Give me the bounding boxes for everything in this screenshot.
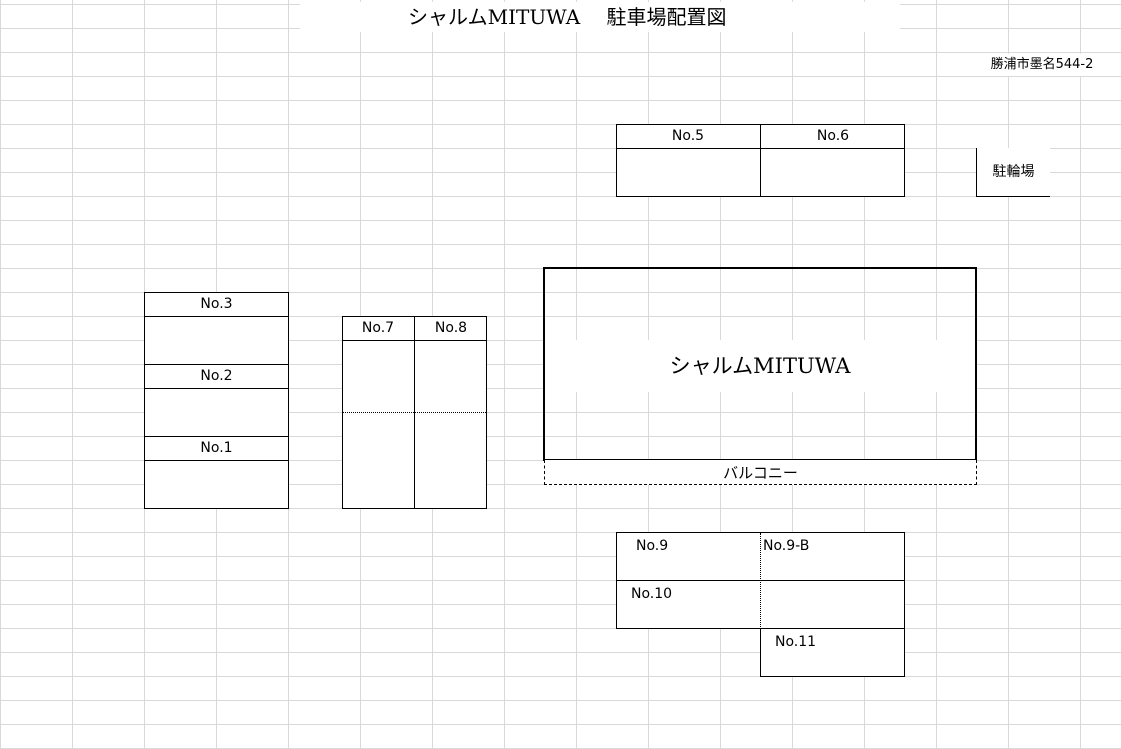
- space-label-no9b: No.9-B: [763, 538, 810, 554]
- divider: [144, 436, 289, 437]
- dotted-divider: [343, 412, 486, 413]
- space-label-no7: No.7: [361, 320, 395, 336]
- divider: [144, 388, 289, 389]
- divider: [144, 364, 289, 365]
- divider: [760, 124, 761, 197]
- page-title: シャルムMITUWA 駐車場配置図: [300, 2, 900, 32]
- building-name: シャルムMITUWA: [545, 340, 975, 392]
- space-label-no8: No.8: [434, 320, 468, 336]
- balcony-label: バルコニー: [723, 464, 798, 482]
- space-label-no5: No.5: [671, 128, 705, 144]
- dotted-divider: [760, 533, 761, 629]
- space-label-no9: No.9: [636, 538, 669, 554]
- space-label-no6: No.6: [816, 128, 850, 144]
- divider: [144, 316, 289, 317]
- space-label-no3: No.3: [200, 296, 233, 312]
- divider: [144, 460, 289, 461]
- space-label-no2: No.2: [200, 368, 233, 384]
- balcony-outline: [544, 460, 977, 485]
- space-label-no10: No.10: [631, 586, 673, 602]
- parking-block-left: [144, 292, 289, 509]
- space-label-no11: No.11: [775, 634, 817, 650]
- address-label: 勝浦市墨名544-2: [972, 54, 1112, 76]
- parking-block-no11: [760, 628, 905, 677]
- space-label-no1: No.1: [200, 440, 233, 456]
- bike-parking: 駐輪場: [976, 148, 1050, 197]
